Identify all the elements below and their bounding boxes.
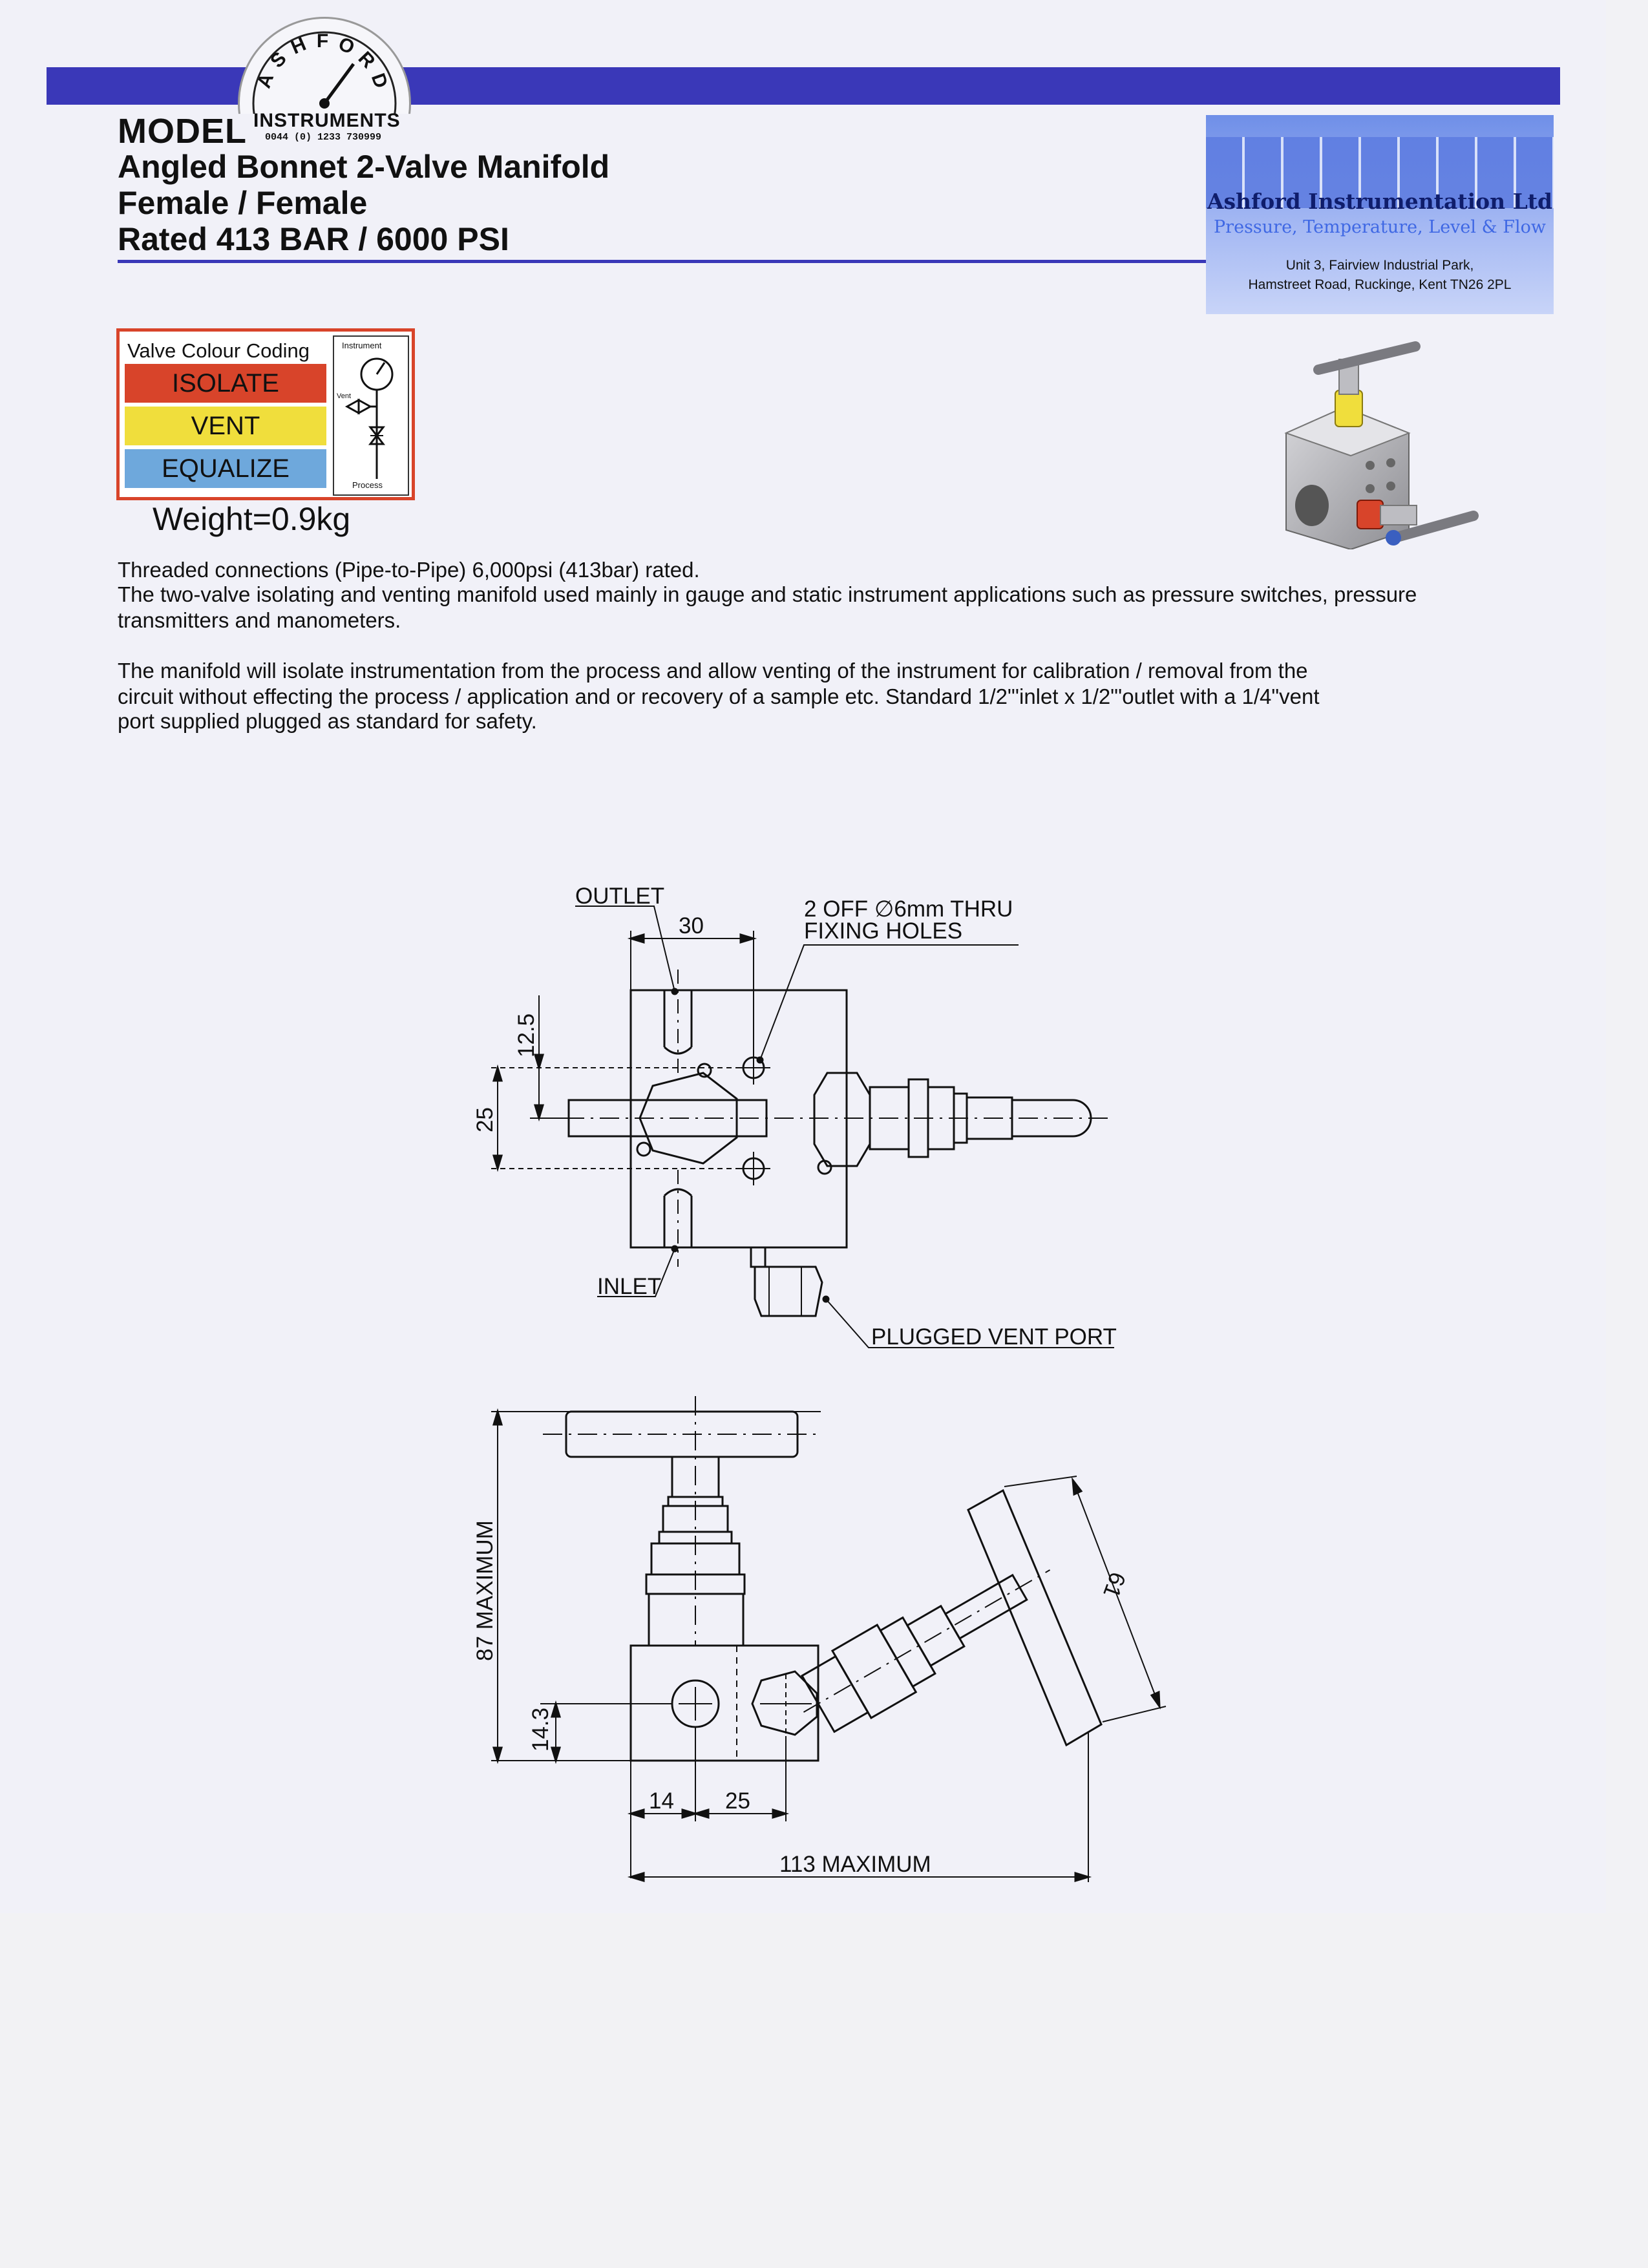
dim-14-3: 14.3 xyxy=(528,1708,553,1752)
dim-25-top: 25 xyxy=(472,1107,498,1132)
dim-12-5: 12.5 xyxy=(514,1013,539,1057)
company-name: Ashford Instrumentation Ltd xyxy=(1207,189,1553,214)
vent-port-label: PLUGGED VENT PORT xyxy=(871,1324,1117,1350)
title-rule xyxy=(118,260,1207,263)
description-line-2: The two-valve isolating and venting mani… xyxy=(118,582,1417,606)
coding-row-vent: VENT xyxy=(125,407,326,445)
ashford-logo xyxy=(238,17,411,114)
logo-name: INSTRUMENTS xyxy=(253,110,401,131)
company-stripes xyxy=(1206,137,1554,208)
dim-61: 61 xyxy=(1098,1569,1130,1601)
description-line-4: The manifold will isolate instrumentatio… xyxy=(118,659,1308,683)
manifold-product-image xyxy=(1284,341,1479,549)
schema-vent-label: Vent xyxy=(337,392,352,400)
side-view xyxy=(491,1396,1167,1883)
dim-87-maximum: 87 MAXIMUM xyxy=(472,1520,498,1661)
dim-14: 14 xyxy=(649,1788,674,1814)
coding-title: Valve Colour Coding xyxy=(127,339,310,362)
company-address: Unit 3, Fairview Industrial Park, Hamstr… xyxy=(1206,256,1554,295)
description-line-3: transmitters and manometers. xyxy=(118,608,401,632)
page-margin xyxy=(0,1913,1648,2268)
coding-row-isolate: ISOLATE xyxy=(125,364,326,403)
valve-schematic-icon xyxy=(344,357,394,479)
description-line-5: circuit without effecting the process / … xyxy=(118,684,1320,708)
company-address-line1: Unit 3, Fairview Industrial Park, xyxy=(1285,258,1474,273)
fixing-holes-label-2: FIXING HOLES xyxy=(804,918,962,944)
dim-25-bottom: 25 xyxy=(725,1788,750,1814)
description-line-1: Threaded connections (Pipe-to-Pipe) 6,00… xyxy=(118,558,700,582)
valve-colour-coding: Valve Colour Coding ISOLATE VENT EQUALIZ… xyxy=(116,328,415,500)
company-address-line2: Hamstreet Road, Ruckinge, Kent TN26 2PL xyxy=(1248,277,1512,292)
company-box: Ashford Instrumentation Ltd Pressure, Te… xyxy=(1206,115,1554,314)
product-rating: Rated 413 BAR / 6000 PSI xyxy=(118,221,509,257)
dim-113-maximum: 113 MAXIMUM xyxy=(779,1852,931,1877)
datasheet-page xyxy=(0,0,1606,1913)
company-tagline: Pressure, Temperature, Level & Flow xyxy=(1214,217,1546,237)
fixing-holes-label-1: 2 OFF ∅6mm THRU xyxy=(804,896,1013,922)
description-line-6: port supplied plugged as standard for sa… xyxy=(118,709,537,733)
valve-schematic: Instrument Vent Process xyxy=(333,335,409,496)
outlet-label: OUTLET xyxy=(575,884,664,909)
product-title: Angled Bonnet 2-Valve Manifold xyxy=(118,149,610,185)
schema-process-label: Process xyxy=(352,480,383,490)
logo-phone: 0044 (0) 1233 730999 xyxy=(264,132,382,143)
product-connection: Female / Female xyxy=(118,185,368,221)
model-label: MODEL xyxy=(118,112,247,151)
inlet-label: INLET xyxy=(597,1274,661,1299)
weight-label: Weight=0.9kg xyxy=(153,501,351,537)
coding-row-equalize: EQUALIZE xyxy=(125,449,326,488)
top-view xyxy=(491,906,1114,1348)
dim-30: 30 xyxy=(679,913,704,938)
schema-instrument-label: Instrument xyxy=(342,341,382,350)
gauge-dial-icon xyxy=(252,31,397,114)
